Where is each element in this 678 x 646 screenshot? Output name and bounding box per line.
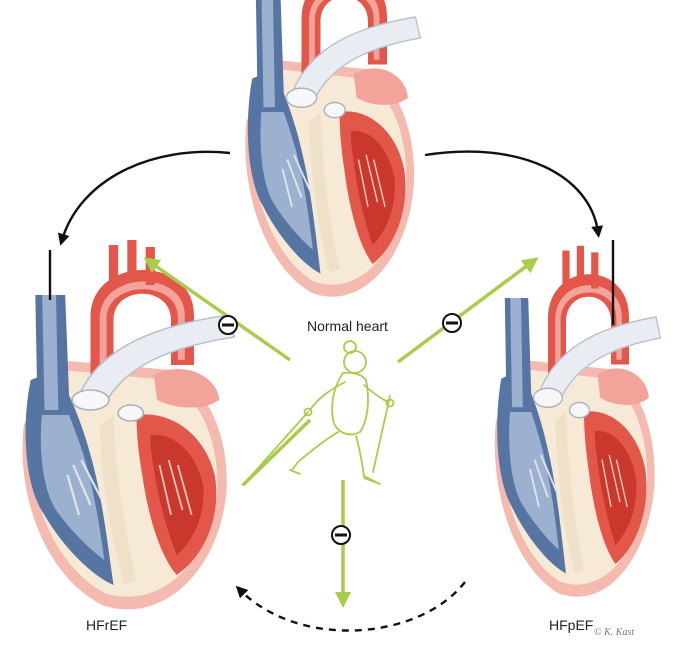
green-arrow-to-hfref	[243, 420, 310, 485]
inhibit-icon	[443, 314, 461, 332]
hfpef-heart-illustration	[495, 246, 661, 597]
hfref-label: HFrEF	[86, 617, 127, 633]
hfref-heart-illustration	[22, 240, 234, 609]
inhibit-icon	[332, 526, 350, 544]
normal-heart-label: Normal heart	[307, 318, 388, 334]
inhibit-icon	[219, 316, 237, 334]
arrow-hfpef-to-hfref-dashed	[240, 582, 465, 631]
artist-signature: © K. Kast	[594, 627, 634, 638]
normal-heart-illustration	[245, 0, 420, 297]
arrow-normal-to-hfpef	[425, 152, 598, 232]
arrow-normal-to-hfref	[62, 152, 230, 240]
hfpef-label: HFpEF	[549, 617, 593, 633]
